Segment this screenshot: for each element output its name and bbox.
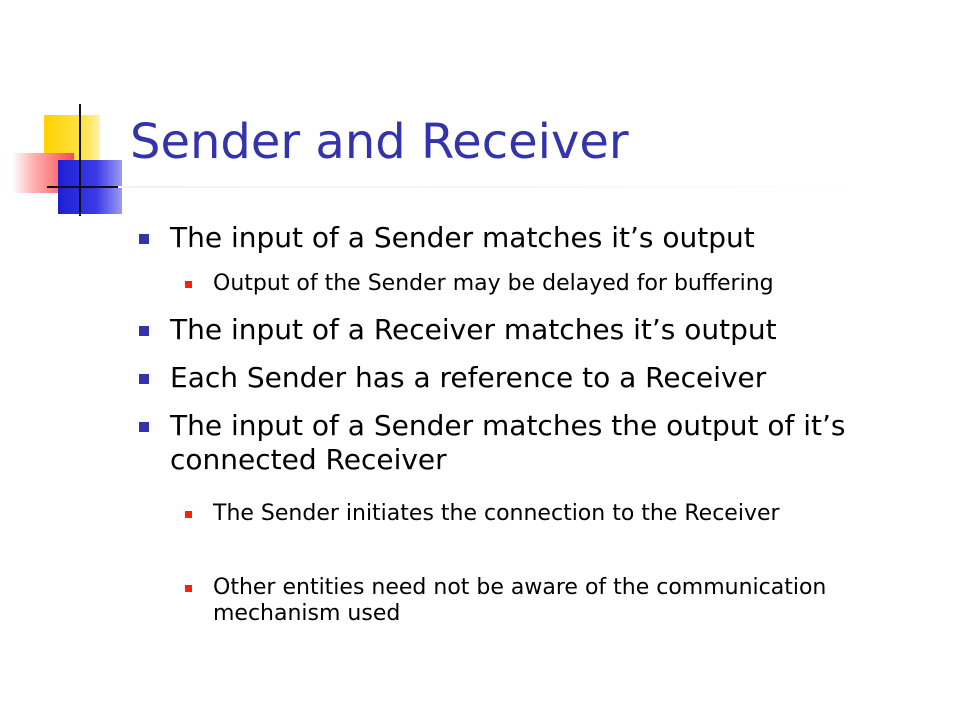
- logo-horizontal-line: [47, 186, 125, 188]
- decorative-squares-logo: [0, 0, 140, 230]
- sub-bullet-item: The Sender initiates the connection to t…: [185, 501, 933, 527]
- sub-bullet-item: Other entities need not be aware of the …: [185, 575, 933, 627]
- sub-bullet-item: Output of the Sender may be delayed for …: [185, 271, 933, 297]
- bullet-item: The input of a Sender matches it’s outpu…: [139, 221, 930, 255]
- slide-title: Sender and Receiver: [130, 114, 629, 170]
- bullet-item: Each Sender has a reference to a Receive…: [139, 361, 930, 395]
- bullet-item: The input of a Receiver matches it’s out…: [139, 313, 930, 347]
- logo-vertical-line: [79, 104, 81, 216]
- bullet-item: The input of a Sender matches the output…: [139, 409, 930, 477]
- title-divider: [118, 186, 868, 188]
